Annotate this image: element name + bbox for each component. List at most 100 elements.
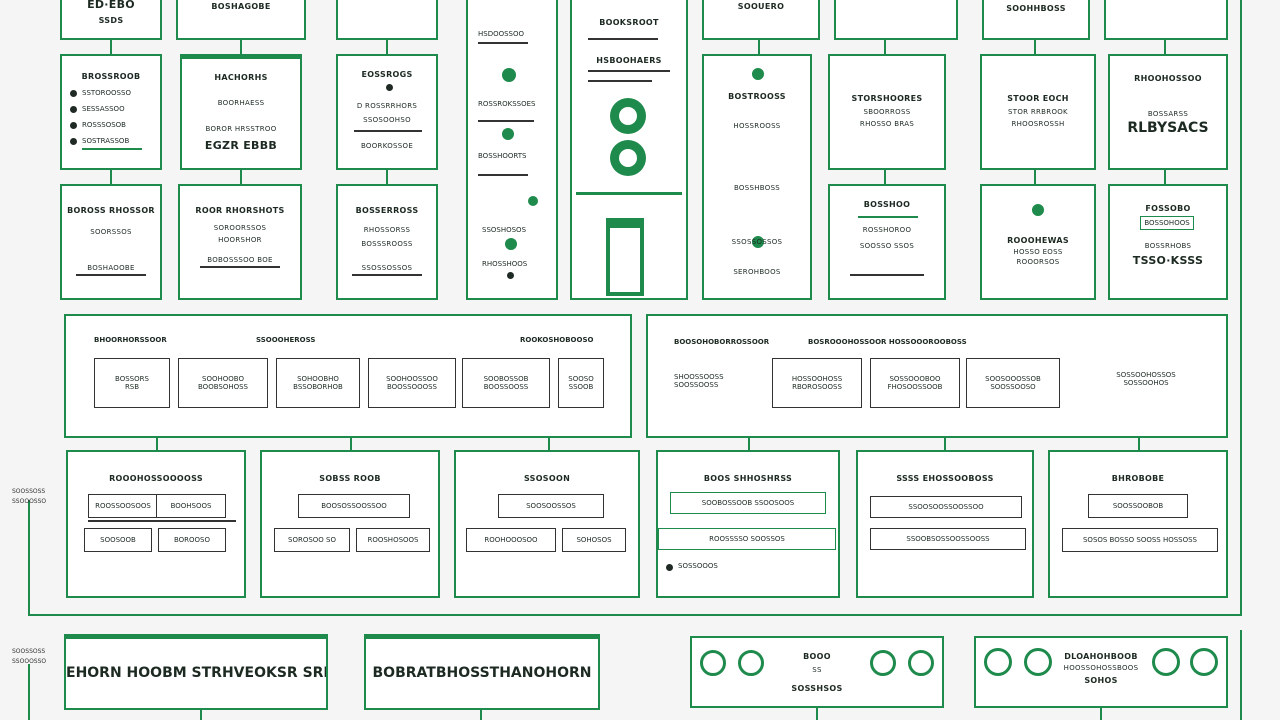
divider	[588, 70, 670, 72]
divider	[478, 174, 528, 176]
node-cell: BOOSOSSOOSSOO	[298, 494, 410, 518]
circle-icon	[1152, 648, 1180, 676]
node-item: BOSSHBOSS	[733, 184, 781, 192]
globe-icon	[610, 140, 646, 176]
process-node: ROOOHEWAS HOSSO EOSS ROOORSOS	[980, 184, 1096, 300]
node-title: RHOOHOSSOO	[1134, 74, 1202, 83]
divider	[478, 42, 528, 44]
node-item: ROSSHOROO	[862, 226, 912, 234]
node-item: BOORKOSSOE	[360, 142, 414, 150]
top-node-9	[1104, 0, 1228, 40]
connector	[1138, 438, 1140, 450]
top-node-2: BOSHAGOBE	[176, 0, 306, 40]
connector	[1164, 40, 1166, 54]
band-title: BOOSOHOBORROSSOOR	[674, 338, 770, 346]
node-item: SBOORROSS	[863, 108, 911, 116]
top-node-8: SOOHHBOSS	[982, 0, 1090, 40]
divider	[82, 148, 142, 150]
top-node-1: ED·EBO SSDS	[60, 0, 162, 40]
node-item: ROOORSOS	[1016, 258, 1060, 266]
band-cell: SOOBOSSOB BOOSSOOSS	[462, 358, 550, 408]
sub-process-node: SOBSS ROOB BOOSOSSOOSSOO SOROSOO SO ROOS…	[260, 450, 440, 598]
process-node: STORSHOORES SBOORROSS RHOSSO BRAS	[828, 54, 946, 170]
bullet-icon	[666, 564, 673, 571]
sub-process-node: SSSS EHOSSOOBOSS SSOOSOOSSOOSSOO SSOOBSO…	[856, 450, 1034, 598]
process-node: BROSSROOB SSTOROOSSO SESSASSOO ROSSSOSOB…	[60, 54, 162, 170]
recycle-icon	[752, 68, 764, 80]
node-item: BOSSSROOSS	[361, 240, 413, 248]
node-item: SOOSSO SSOS	[859, 242, 915, 250]
cell-value: BOOSSOOOSS	[386, 383, 437, 391]
node-cell: ROOHOOOSOO	[466, 528, 556, 552]
node-cell: ROOSSSSO SOOSSOS	[658, 528, 836, 550]
connector	[1100, 708, 1102, 720]
top-node-6: SOOUERO	[702, 0, 820, 40]
divider	[850, 274, 924, 276]
node-title: FOSSOBO	[1145, 204, 1191, 213]
divider	[354, 130, 422, 132]
node-label: BOSHAGOBE	[211, 2, 271, 11]
divider	[76, 274, 146, 276]
connector	[748, 438, 750, 450]
sub-process-node: BOOS SHHOSHRSS SOOBOSSOOB SSOOSOOS ROOSS…	[656, 450, 840, 598]
recycle-icon	[528, 196, 538, 206]
cell-value: SSOOB	[568, 383, 594, 391]
connector	[240, 40, 242, 54]
column-item: RHOSSHOOS	[482, 260, 528, 268]
band-title: BOSROOOHOSSOOR HOSSOOOROOBOSS	[808, 338, 967, 346]
process-node: RHOOHOSSOO BOSSARSS RLBYSACS	[1108, 54, 1228, 170]
node-cell: ROOSHOSOOS	[356, 528, 430, 552]
connector	[758, 40, 760, 54]
cell-value: SOSSOOHOS	[1123, 379, 1169, 387]
cell-label: SOHOOBHO	[297, 375, 339, 383]
output-node: BOOO SS SOSSHSOS	[690, 636, 944, 708]
node-item: RLBYSACS	[1127, 120, 1209, 136]
process-node: BOSSERROSS RHOSSORSS BOSSSROOSS SSOSSOSS…	[336, 184, 438, 300]
connector	[816, 708, 818, 720]
top-node-7	[834, 0, 958, 40]
node-title: EOSSROGS	[361, 70, 413, 79]
cell-value: BSSOBORHOB	[293, 383, 343, 391]
node-cell: SSOOBSOSSOOSSOOSS	[870, 528, 1026, 550]
circle-icon	[870, 650, 896, 676]
output-node: BOBRATBHOSSTHANOHORN	[364, 634, 600, 710]
node-item: SSOSOOHSO	[363, 116, 411, 124]
node-title: HACHORHS	[214, 73, 268, 82]
node-item: RHOOSROSSH	[1011, 120, 1065, 128]
cell-value: SOOSSOOSO	[990, 383, 1036, 391]
node-tag: BOSSOHOOS	[1140, 216, 1194, 230]
node-cell: SOOBOSSOOB SSOOSOOS	[670, 492, 826, 514]
connector	[110, 40, 112, 54]
side-label: SSOOOSSO	[12, 498, 47, 505]
center-column-content: BOOKSROOT HSBOOHAERS	[572, 10, 686, 300]
node-title: BOROSS RHOSSOR	[67, 206, 155, 215]
node-cell: SOROSOO SO	[274, 528, 350, 552]
process-node: HACHORHS BOORHAESS BOROR HRSSTROO EGZR E…	[180, 54, 302, 170]
node-cell: SSOOSOOSSOOSSOO	[870, 496, 1022, 518]
circle-icon	[908, 650, 934, 676]
node-title: ROOR RHORSHOTS	[195, 206, 285, 215]
node-item: SS	[812, 666, 822, 674]
cell-label: SOSSOOHOSSOS	[1116, 371, 1176, 379]
leaf-icon	[610, 98, 646, 134]
node-item: BOORHAESS	[217, 99, 265, 107]
cell-label: SHOOSSOOSS	[674, 373, 724, 381]
column-item: ROSSROKSSOES	[478, 100, 536, 108]
node-item: TSSO·KSSS	[1132, 254, 1204, 267]
process-node: ROOR RHORSHOTS SOROORSSOS HOORSHOR BOBOS…	[178, 184, 302, 300]
side-label: SOOSSOSS	[12, 648, 46, 655]
column-title: BOOKSROOT	[599, 18, 659, 27]
recycle-icon	[1032, 204, 1044, 216]
connector	[944, 438, 946, 450]
frame-line	[28, 500, 30, 616]
band-cell: BOSSORS RSB	[94, 358, 170, 408]
cell-value: RSB	[124, 383, 140, 391]
recycling-bin-icon	[606, 218, 644, 296]
cell-label: SOOBOSSOB	[483, 375, 529, 383]
cell-label: SOSSOOOBOO	[889, 375, 941, 383]
circle-icon	[738, 650, 764, 676]
connector	[1034, 170, 1036, 184]
band-title: ROOKOSHOBOOSO	[520, 336, 594, 344]
node-item: SOSTRASSOB	[82, 137, 130, 145]
process-node: BOSTROOSS HOSSROOSS BOSSHBOSS SEROHBOOS	[702, 54, 812, 300]
